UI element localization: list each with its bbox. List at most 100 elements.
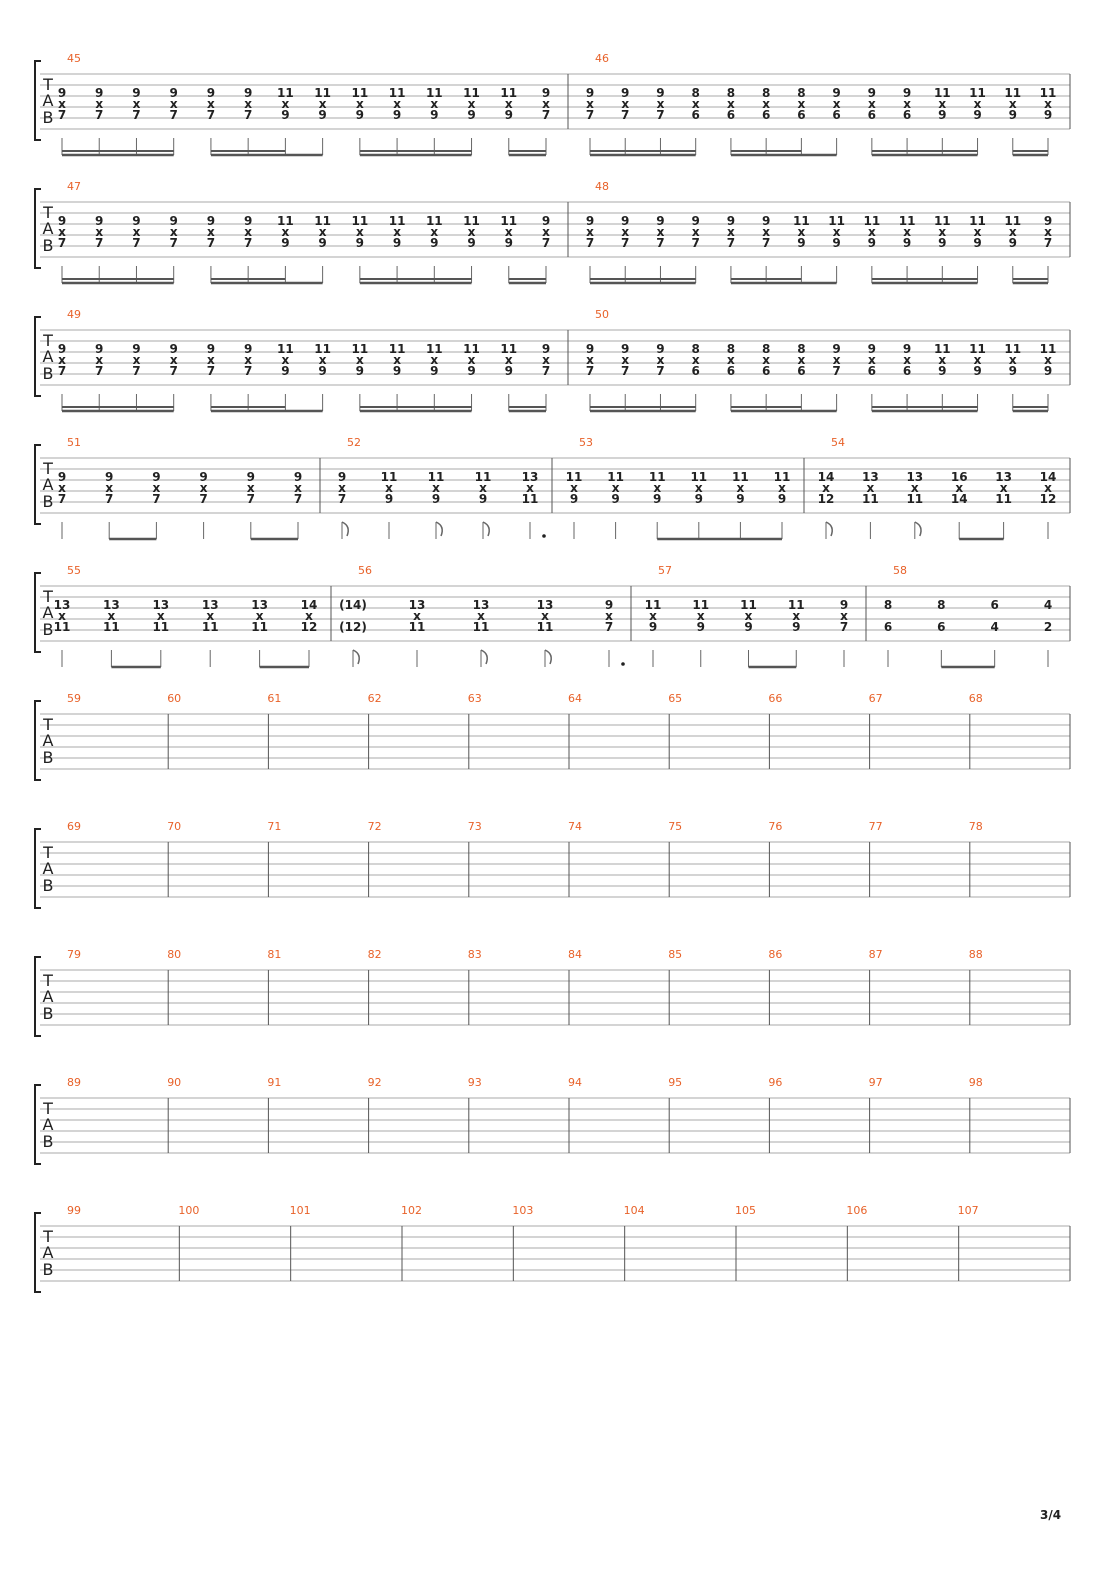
fret-number: 9: [338, 470, 346, 484]
fret-number: 11: [277, 342, 294, 356]
fret-number: 9: [656, 86, 664, 100]
dead-note: x: [319, 353, 327, 367]
fret-number: 9: [621, 214, 629, 228]
fret-number: 9: [1009, 364, 1017, 378]
fret-number: 11: [934, 214, 951, 228]
fret-number: 11: [969, 86, 986, 100]
dead-note: x: [200, 481, 208, 495]
fret-number: 9: [692, 214, 700, 228]
fret-number: 13: [906, 470, 923, 484]
fret-number: 7: [605, 620, 613, 634]
dead-note: x: [58, 609, 66, 623]
fret-number: 7: [95, 236, 103, 250]
dead-note: x: [822, 481, 830, 495]
fret-number: 7: [105, 492, 113, 506]
dead-note: x: [413, 609, 421, 623]
fret-number: 11: [690, 470, 707, 484]
fret-number: 9: [973, 364, 981, 378]
fret-number: 11: [607, 470, 624, 484]
dead-note: x: [570, 481, 578, 495]
fret-number: 11: [500, 214, 517, 228]
dead-note: x: [244, 353, 252, 367]
fret-number: 11: [740, 598, 757, 612]
dead-note: x: [762, 97, 770, 111]
fret-number: 9: [797, 236, 805, 250]
fret-number: 11: [649, 470, 666, 484]
dead-note: x: [95, 353, 103, 367]
fret-number: 11: [426, 86, 443, 100]
fret-number: 9: [621, 86, 629, 100]
fret-number: 8: [884, 598, 892, 612]
dead-note: x: [430, 97, 438, 111]
fret-number: 9: [281, 364, 289, 378]
measure-number: 79: [67, 948, 81, 961]
dead-note: x: [526, 481, 534, 495]
dead-note: x: [505, 97, 513, 111]
measure-number: 63: [468, 692, 482, 705]
fret-number: 9: [95, 86, 103, 100]
tab-clef-t: T: [42, 587, 53, 606]
measure-number: 47: [67, 180, 81, 193]
system-bracket: [34, 700, 41, 781]
fret-number: 9: [152, 470, 160, 484]
measure-number: 97: [869, 1076, 883, 1089]
measure-number: 59: [67, 692, 81, 705]
system-bracket: [34, 1212, 41, 1293]
tab-clef-a: A: [43, 1115, 54, 1134]
fret-number: 8: [762, 342, 770, 356]
fret-number: 9: [58, 86, 66, 100]
fret-number: 7: [170, 236, 178, 250]
fret-number: 11: [428, 470, 445, 484]
fret-number: 11: [251, 620, 268, 634]
dead-note: x: [356, 97, 364, 111]
fret-number: 9: [542, 86, 550, 100]
dead-note: x: [833, 97, 841, 111]
dead-note: x: [1044, 353, 1052, 367]
measure-number: 54: [831, 436, 845, 449]
tab-clef-b: B: [43, 364, 54, 383]
measure-number: 93: [468, 1076, 482, 1089]
fret-number: 9: [58, 342, 66, 356]
fret-number: 11: [969, 214, 986, 228]
fret-number: 9: [430, 364, 438, 378]
fret-number: 9: [132, 342, 140, 356]
dead-note: x: [282, 353, 290, 367]
measure-number: 92: [368, 1076, 382, 1089]
fret-number: 11: [202, 620, 219, 634]
dead-note: x: [105, 481, 113, 495]
measure-number: 49: [67, 308, 81, 321]
fret-number: 7: [621, 108, 629, 122]
fret-number: 11: [793, 214, 810, 228]
dead-note: x: [356, 225, 364, 239]
fret-number: 9: [1044, 108, 1052, 122]
dead-note: x: [605, 609, 613, 623]
dead-note: x: [95, 225, 103, 239]
fret-number: 9: [58, 214, 66, 228]
fret-number: 14: [818, 470, 835, 484]
dead-note: x: [586, 97, 594, 111]
fret-number: 11: [463, 342, 480, 356]
fret-number: 9: [505, 108, 513, 122]
fret-number: 11: [381, 470, 398, 484]
fret-number: 7: [247, 492, 255, 506]
fret-number: 9: [318, 364, 326, 378]
dead-note: x: [468, 225, 476, 239]
fret-number: 11: [426, 342, 443, 356]
fret-number: 9: [244, 342, 252, 356]
measure-number: 80: [167, 948, 181, 961]
fret-number: 9: [973, 236, 981, 250]
dead-note: x: [938, 97, 946, 111]
fret-number: 6: [990, 598, 998, 612]
fret-number: 9: [778, 492, 786, 506]
measure-number: 107: [958, 1204, 979, 1217]
dead-note: x: [1044, 97, 1052, 111]
fret-number: 11: [522, 492, 539, 506]
fret-number: 7: [207, 364, 215, 378]
fret-number: 7: [58, 108, 66, 122]
dead-note: x: [974, 353, 982, 367]
fret-number: 9: [393, 236, 401, 250]
measure-number: 83: [468, 948, 482, 961]
measure-number: 86: [768, 948, 782, 961]
dead-note: x: [798, 353, 806, 367]
fret-number: 9: [170, 86, 178, 100]
